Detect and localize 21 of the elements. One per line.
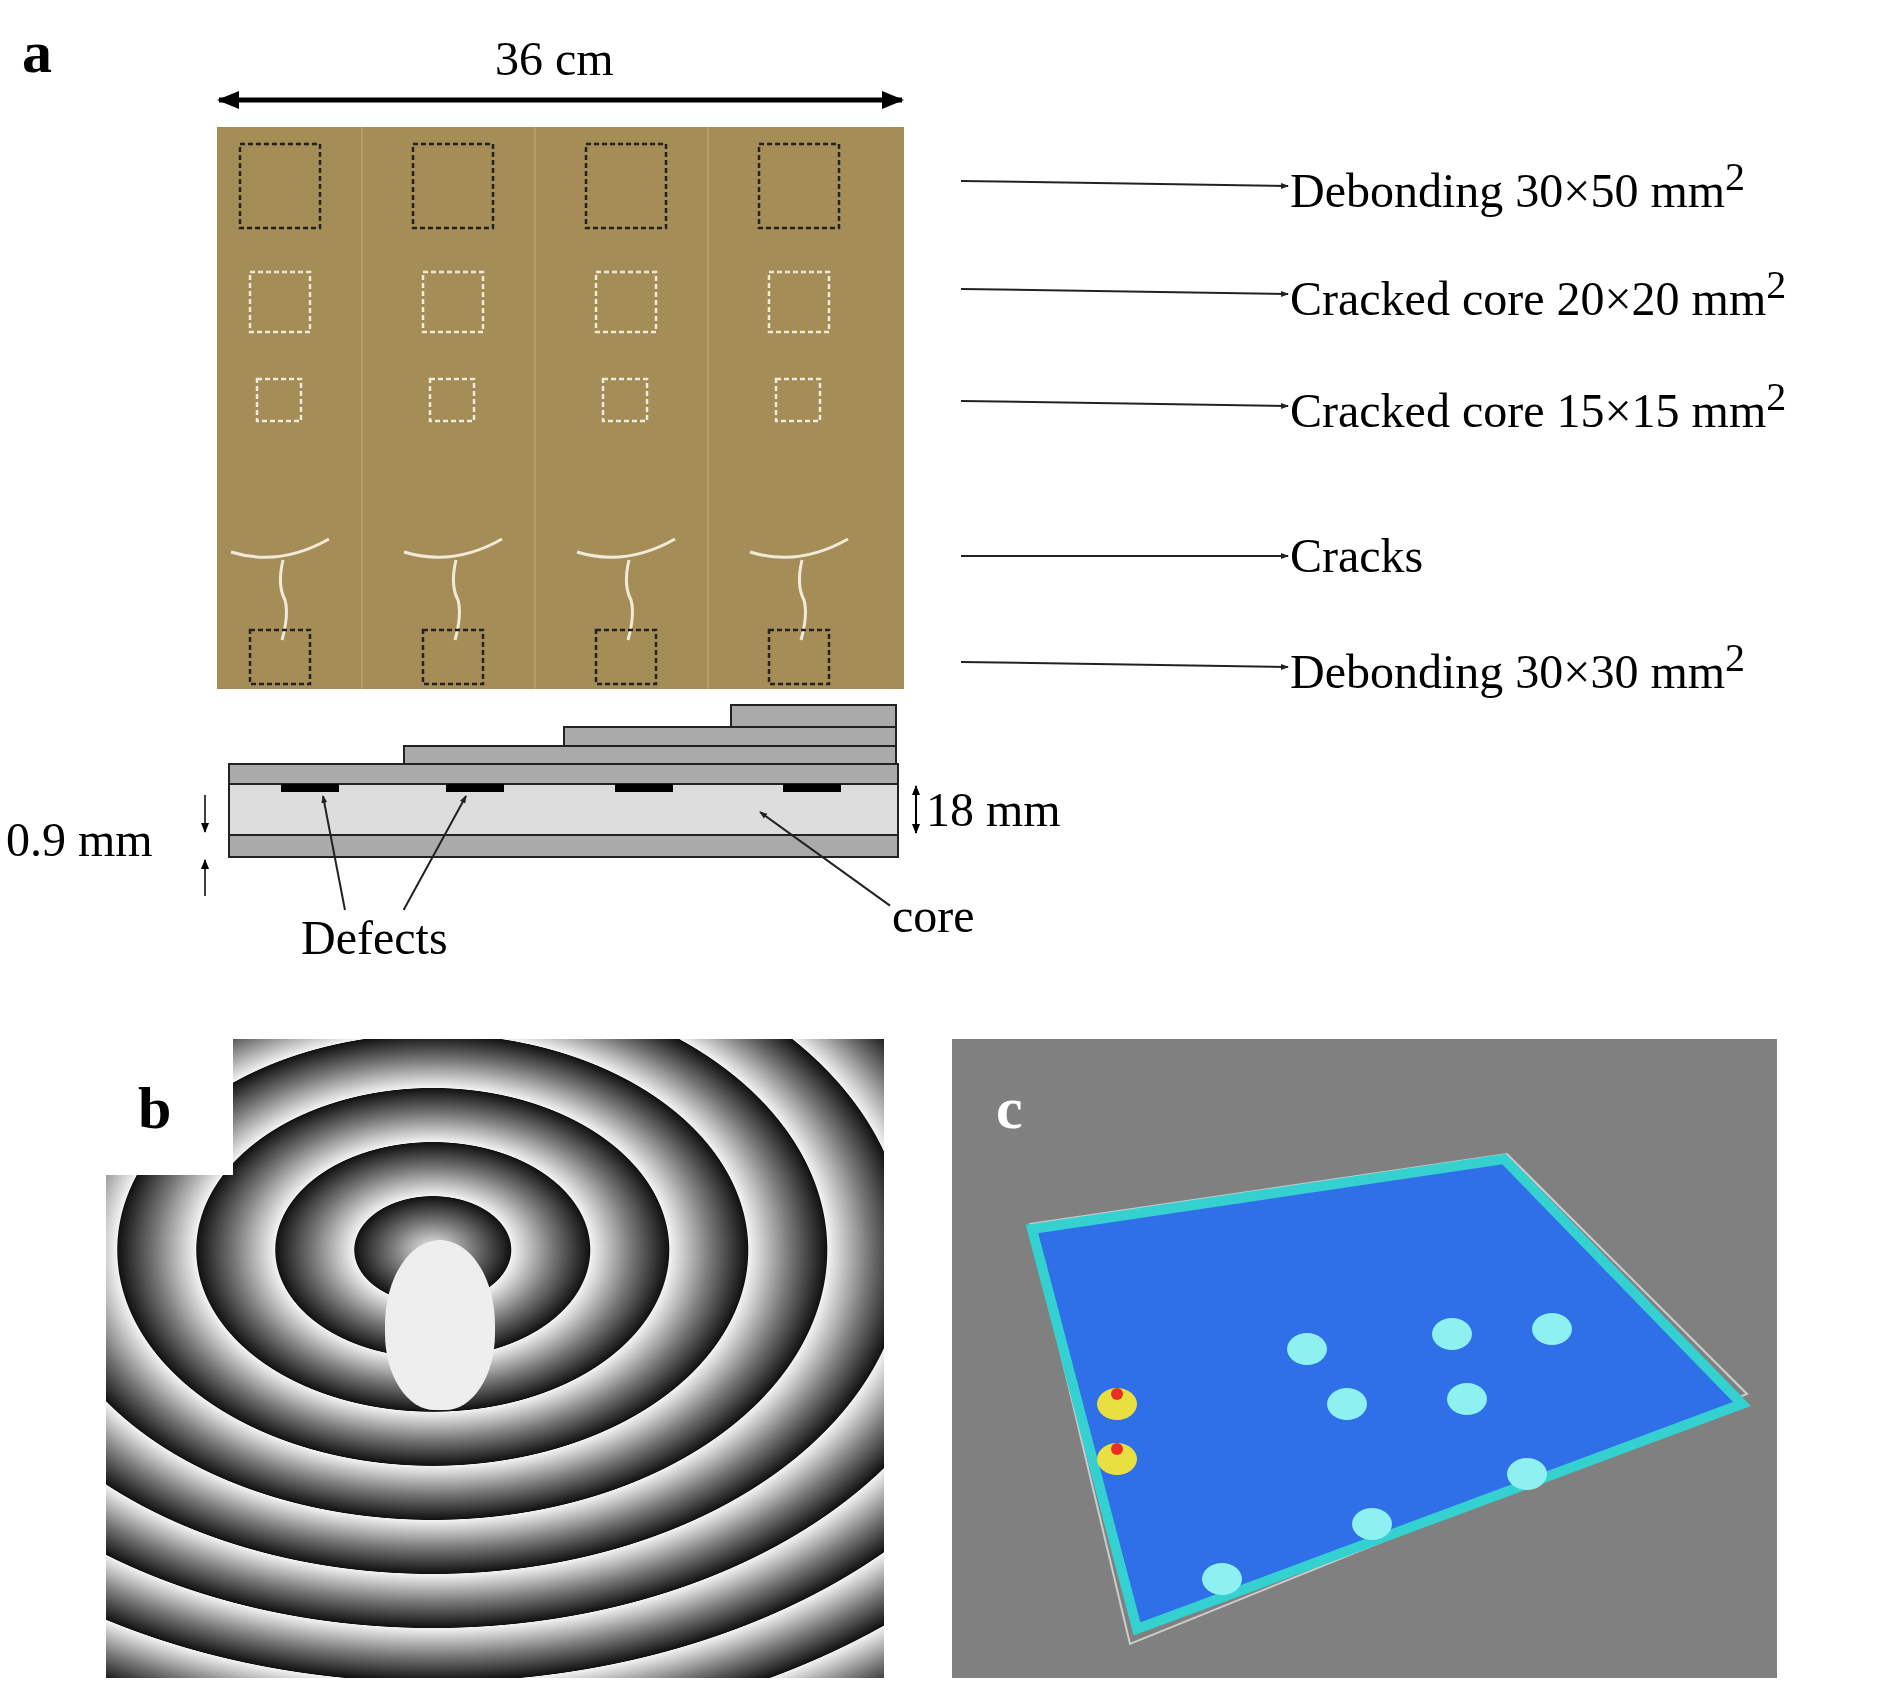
panel-letter: b: [138, 1078, 172, 1138]
leader-line: [402, 795, 467, 911]
dimension-label: 0.9 mm: [6, 816, 153, 864]
part-label: Defects: [301, 912, 448, 964]
arrow: [960, 661, 1289, 670]
panel-letter: a: [22, 22, 52, 82]
defect-label: Debonding 30×30 mm$^{2}$: [1290, 636, 1746, 698]
arrow: [960, 553, 1289, 559]
dimension-label: 36 cm: [495, 35, 614, 83]
defect-label: Cracked core 20×20 mm$^{2}$: [1290, 263, 1787, 325]
defect-label: Debonding 30×50 mm$^{2}$: [1290, 155, 1746, 217]
arrow: [960, 400, 1289, 409]
defect-label: Cracks: [1290, 530, 1424, 582]
dimension-label: 18 mm: [926, 786, 1061, 834]
panel-letter: c: [996, 1078, 1023, 1138]
arrow: [960, 288, 1289, 297]
leader-line: [321, 795, 346, 911]
defect-label: Cracked core 15×15 mm$^{2}$: [1290, 375, 1787, 437]
leader-line: [759, 811, 891, 907]
part-label: core: [892, 890, 975, 942]
arrow: [960, 180, 1289, 189]
